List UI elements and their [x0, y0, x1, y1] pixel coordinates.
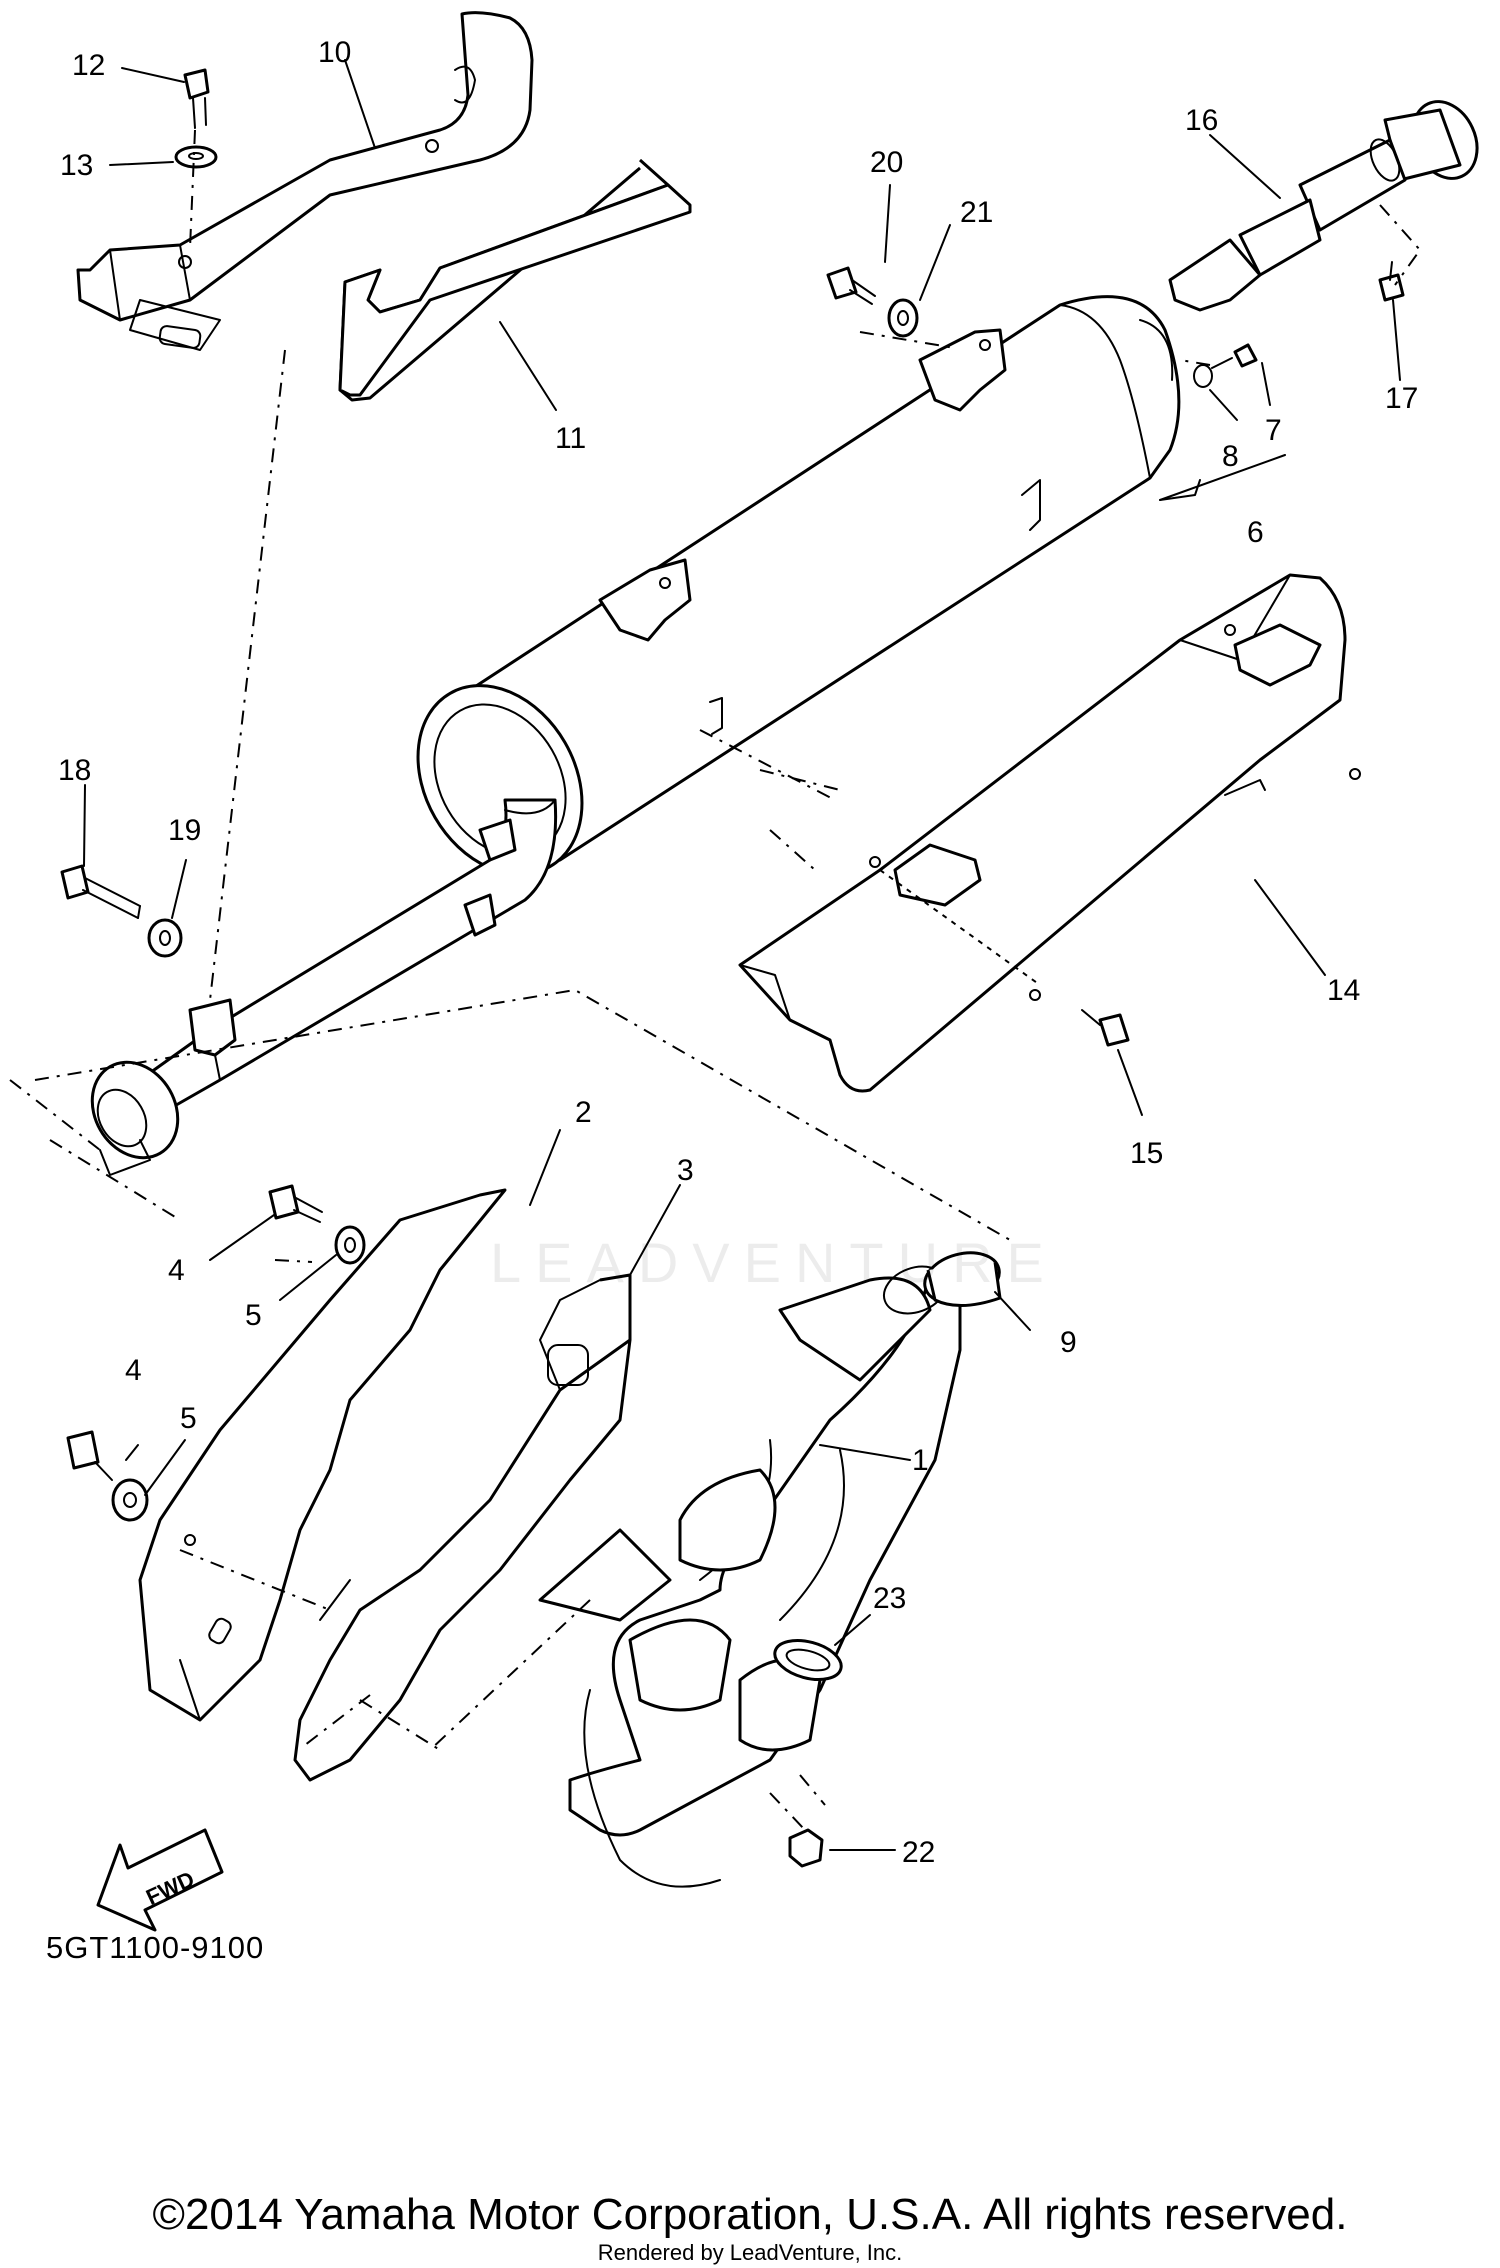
- washer-part-5-lower: [111, 1478, 149, 1522]
- drawing-code: 5GT1100-9100: [46, 1930, 265, 1965]
- callout-12: 12: [72, 49, 105, 82]
- copyright-notice: ©2014 Yamaha Motor Corporation, U.S.A. A…: [152, 2190, 1348, 2239]
- callout-4-lower: 4: [125, 1354, 142, 1387]
- callout-3: 3: [677, 1154, 694, 1187]
- callout-23: 23: [873, 1582, 906, 1615]
- callout-6: 6: [1247, 516, 1264, 549]
- gasket-part-23: [773, 1639, 843, 1681]
- bolt-part-4-lower: [66, 1430, 113, 1481]
- heat-protector-part-14: [738, 573, 1361, 1093]
- callout-5-lower: 5: [180, 1402, 197, 1435]
- callout-14: 14: [1327, 974, 1360, 1007]
- washer-part-21: [887, 298, 919, 338]
- assembly-lines: [9, 129, 1422, 1831]
- bolt-part-12: [183, 68, 210, 129]
- washer-part-19: [147, 918, 183, 958]
- gasket-part-9: [923, 1251, 1002, 1308]
- bolt-part-18: [60, 864, 141, 919]
- bolt-part-15: [1081, 1009, 1130, 1047]
- callout-7: 7: [1265, 414, 1282, 447]
- screw-part-7: [1211, 343, 1258, 369]
- callout-19: 19: [168, 814, 201, 847]
- callout-18: 18: [58, 754, 91, 787]
- callout-2: 2: [575, 1096, 592, 1129]
- callout-10: 10: [318, 36, 351, 69]
- leadventure-watermark: LEADVENTURE: [490, 1231, 1058, 1294]
- callout-1: 1: [912, 1444, 929, 1477]
- exhaust-pipe-part-1: [538, 1265, 962, 1888]
- callout-20: 20: [870, 146, 903, 179]
- muffler-inlet-pipe: [90, 798, 558, 1176]
- callouts: 12 13 10 11 20 21 16 17 7 8 6 14 15 18 1…: [58, 36, 1418, 1869]
- screw-part-17: [1378, 261, 1405, 302]
- bolt-part-4-upper: [268, 1184, 323, 1223]
- protector-part-3: [293, 1273, 632, 1782]
- callout-4-upper: 4: [168, 1254, 185, 1287]
- leader-lines: [83, 59, 1401, 1851]
- tail-pipe-part-16: [1168, 100, 1479, 312]
- callout-9: 9: [1060, 1326, 1077, 1359]
- rendered-by-credit: Rendered by LeadVenture, Inc.: [597, 2240, 903, 2265]
- callout-8: 8: [1222, 440, 1239, 473]
- callout-21: 21: [960, 196, 993, 229]
- callout-11: 11: [555, 422, 586, 455]
- callout-22: 22: [902, 1836, 935, 1869]
- callout-13: 13: [60, 149, 93, 182]
- callout-5-upper: 5: [245, 1299, 262, 1332]
- callout-15: 15: [1130, 1137, 1163, 1170]
- nut-part-22: [788, 1828, 824, 1868]
- protector-part-2: [138, 1188, 507, 1722]
- bracket-part-10: [76, 11, 534, 351]
- heat-shield-part-11: [338, 158, 692, 402]
- washer-part-13: [174, 145, 218, 169]
- forward-direction-arrow: FWD: [96, 1828, 224, 1932]
- callout-17: 17: [1385, 382, 1418, 415]
- washer-part-8: [1193, 364, 1213, 388]
- bolt-part-20: [826, 266, 876, 305]
- callout-16: 16: [1185, 104, 1218, 137]
- washer-part-5-upper: [334, 1225, 366, 1265]
